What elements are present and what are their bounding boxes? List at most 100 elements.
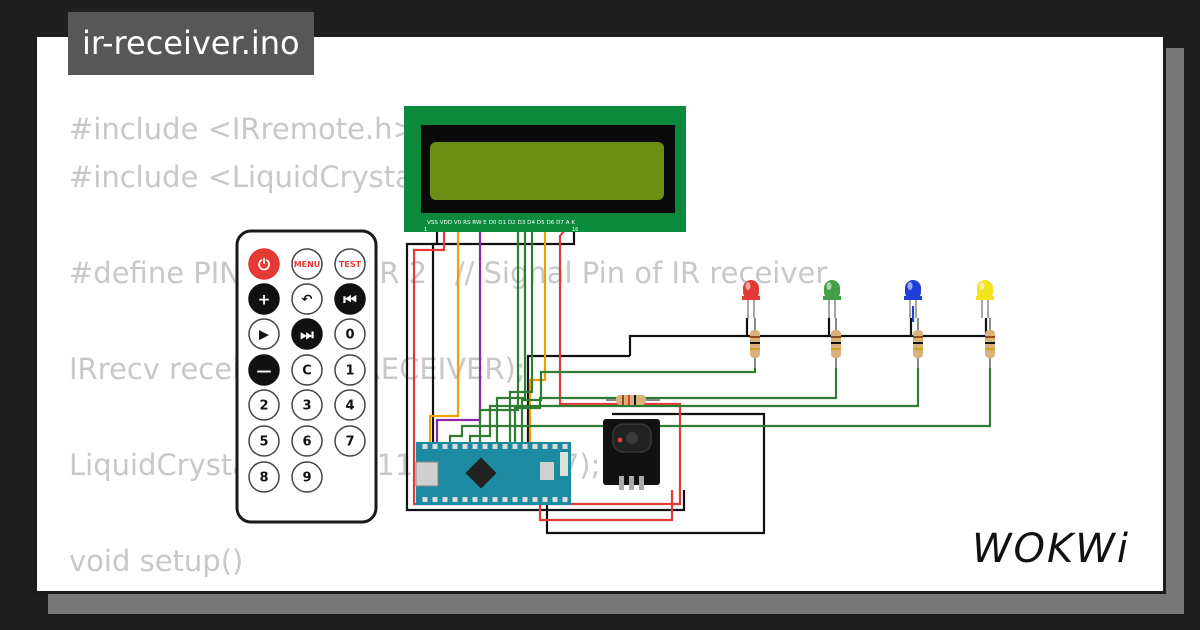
header-pin bbox=[432, 497, 438, 502]
digit-7-button-label: 7 bbox=[345, 435, 354, 450]
header-pin bbox=[422, 497, 428, 502]
digit-8-button[interactable]: 8 bbox=[248, 461, 280, 493]
header-pin bbox=[502, 497, 508, 502]
menu-button-label: MENU bbox=[294, 260, 321, 269]
wokwi-logo: WOKWi bbox=[972, 526, 1130, 572]
digit-0-button-label: 0 bbox=[345, 328, 354, 343]
header-pin bbox=[452, 497, 458, 502]
red-led[interactable] bbox=[742, 280, 760, 318]
back-button[interactable]: ↶ bbox=[291, 283, 323, 315]
header-pin bbox=[532, 497, 538, 502]
header-pin bbox=[532, 444, 538, 449]
usb-port bbox=[415, 461, 439, 487]
header-pin bbox=[442, 444, 448, 449]
green-led[interactable] bbox=[823, 280, 841, 318]
arduino-nano[interactable] bbox=[415, 442, 571, 505]
header-pin bbox=[492, 444, 498, 449]
resistor bbox=[831, 318, 841, 368]
resistor bbox=[913, 318, 923, 368]
lcd-pin-labels: VSS VDD V0 RS RW E D0 D1 D2 D3 D4 D5 D6 … bbox=[427, 220, 575, 226]
header-pin bbox=[552, 444, 558, 449]
header-pin bbox=[422, 444, 428, 449]
resistors bbox=[606, 318, 995, 405]
play-button[interactable]: ▶ bbox=[248, 318, 280, 350]
plus-button-label: + bbox=[258, 290, 271, 308]
play-button-label: ▶ bbox=[259, 328, 269, 343]
digit-4-button-label: 4 bbox=[345, 399, 354, 414]
next-button[interactable]: ⏭ bbox=[291, 318, 323, 350]
header-pin bbox=[432, 444, 438, 449]
digit-6-button[interactable]: 6 bbox=[291, 425, 323, 457]
header-pin bbox=[452, 444, 458, 449]
header-pin bbox=[552, 497, 558, 502]
header-pin bbox=[482, 444, 488, 449]
ir-sensor-lens bbox=[626, 432, 638, 444]
resistor bbox=[750, 318, 760, 368]
clear-button[interactable]: C bbox=[291, 354, 323, 386]
digit-8-button-label: 8 bbox=[259, 471, 268, 486]
lcd-pin-last: 16 bbox=[572, 227, 578, 233]
plus-button[interactable]: + bbox=[248, 283, 280, 315]
digit-0-button[interactable]: 0 bbox=[334, 318, 366, 350]
power-button[interactable]: ⏻ bbox=[248, 248, 280, 280]
header-pin bbox=[482, 497, 488, 502]
ir-indicator-led bbox=[617, 437, 623, 443]
digit-3-button[interactable]: 3 bbox=[291, 389, 323, 421]
reset-button bbox=[540, 462, 554, 480]
header-pin bbox=[492, 497, 498, 502]
digit-9-button[interactable]: 9 bbox=[291, 461, 323, 493]
digit-2-button-label: 2 bbox=[259, 399, 268, 414]
digit-6-button-label: 6 bbox=[302, 435, 311, 450]
header-pin bbox=[522, 497, 528, 502]
lcd-screen bbox=[430, 142, 664, 200]
digit-7-button[interactable]: 7 bbox=[334, 425, 366, 457]
header-pin bbox=[442, 497, 448, 502]
header-pin bbox=[462, 444, 468, 449]
header-pin bbox=[502, 444, 508, 449]
test-button-label: TEST bbox=[339, 260, 362, 269]
header-pin bbox=[472, 444, 478, 449]
header-pin bbox=[512, 444, 518, 449]
minus-button[interactable]: — bbox=[248, 354, 280, 386]
header-pin bbox=[512, 497, 518, 502]
regulator bbox=[560, 452, 568, 476]
ir-receiver-module[interactable] bbox=[603, 419, 660, 490]
header-pin bbox=[522, 444, 528, 449]
prev-button[interactable]: ⏮ bbox=[334, 283, 366, 315]
header-pin bbox=[472, 497, 478, 502]
header-pin bbox=[542, 444, 548, 449]
resistor bbox=[606, 395, 660, 405]
code-line: void setup() bbox=[69, 544, 244, 578]
minus-button-label: — bbox=[257, 361, 272, 379]
power-button-label: ⏻ bbox=[258, 255, 270, 273]
test-button[interactable]: TEST bbox=[334, 248, 366, 280]
header-pin bbox=[462, 497, 468, 502]
resistor bbox=[985, 318, 995, 368]
yellow-led[interactable] bbox=[976, 280, 994, 318]
digit-9-button-label: 9 bbox=[302, 471, 311, 486]
next-button-label: ⏭ bbox=[300, 325, 314, 343]
digit-5-button[interactable]: 5 bbox=[248, 425, 280, 457]
digit-3-button-label: 3 bbox=[302, 399, 311, 414]
menu-button[interactable]: MENU bbox=[291, 248, 323, 280]
project-filename-tab[interactable]: ir-receiver.ino bbox=[68, 12, 314, 75]
clear-button-label: C bbox=[302, 364, 312, 379]
header-pin bbox=[542, 497, 548, 502]
remote-button-grid: ⏻ MENU TEST + ↶ ⏮ ▶ ⏭ 0 — C 1 2 3 4 5 6 7 8 9 bbox=[248, 248, 366, 493]
prev-button-label: ⏮ bbox=[343, 290, 357, 308]
digit-1-button[interactable]: 1 bbox=[334, 354, 366, 386]
digit-1-button-label: 1 bbox=[345, 364, 354, 379]
led-group bbox=[742, 280, 994, 318]
header-pin bbox=[562, 497, 568, 502]
digit-2-button[interactable]: 2 bbox=[248, 389, 280, 421]
lcd-display[interactable]: VSS VDD V0 RS RW E D0 D1 D2 D3 D4 D5 D6 … bbox=[404, 106, 686, 233]
arduino-pin-rows bbox=[422, 444, 568, 502]
back-button-label: ↶ bbox=[302, 293, 313, 308]
blue-led[interactable] bbox=[904, 280, 922, 318]
code-line: #include <IRremote.h> bbox=[69, 112, 417, 146]
mcu-chip bbox=[465, 457, 497, 489]
digit-4-button[interactable]: 4 bbox=[334, 389, 366, 421]
digit-5-button-label: 5 bbox=[259, 435, 268, 450]
lcd-pin-first: 1 bbox=[424, 227, 427, 233]
